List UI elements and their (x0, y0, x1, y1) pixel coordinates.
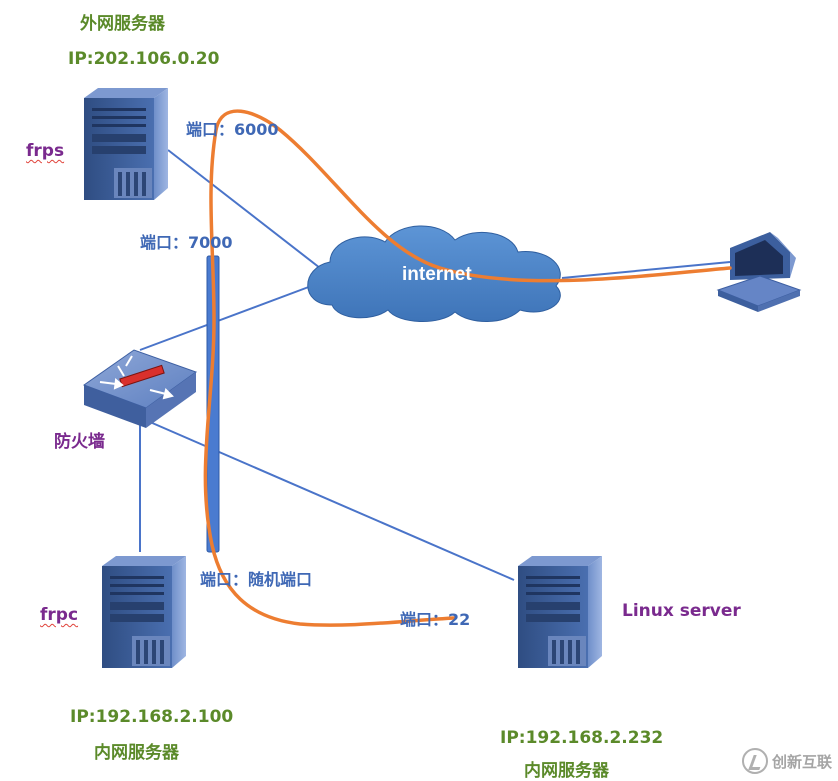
port-7000-label: 端口：7000 (140, 233, 233, 252)
frps-server-icon (84, 88, 168, 200)
port-22-label: 端口：22 (400, 610, 471, 629)
frpc-label: frpc (40, 605, 79, 625)
inner-client-title: 内网服务器 (94, 743, 179, 763)
link-firewall-internet (139, 281, 323, 351)
watermark: 创新互联 (741, 748, 832, 774)
linux-server-label: Linux server (622, 601, 741, 621)
linux-server-title: 内网服务器 (524, 761, 609, 781)
firewall-label: 防火墙 (54, 432, 105, 452)
outer-server-ip: IP:202.106.0.20 (68, 49, 220, 69)
client-pc-icon (716, 232, 802, 312)
linux-server-ip: IP:192.168.2.232 (500, 728, 664, 748)
internet-label: internet (402, 264, 472, 285)
link-frps-internet (167, 149, 321, 269)
link-internet-client (561, 261, 731, 279)
watermark-logo-icon (741, 748, 768, 774)
frp-tunnel-path (203, 109, 732, 627)
network-links (139, 149, 731, 581)
inner-client-ip: IP:192.168.2.100 (70, 707, 234, 727)
linux-server-icon (518, 556, 602, 668)
port-6000-label: 端口：6000 (186, 120, 279, 139)
firewall-icon (82, 349, 198, 428)
outer-server-title: 外网服务器 (80, 14, 165, 34)
watermark-text: 创新互联 (771, 752, 832, 771)
frps-label: frps (26, 141, 65, 161)
internet-cloud (307, 225, 561, 323)
frpc-server-icon (102, 556, 186, 668)
port-random-label: 端口：随机端口 (200, 570, 313, 589)
